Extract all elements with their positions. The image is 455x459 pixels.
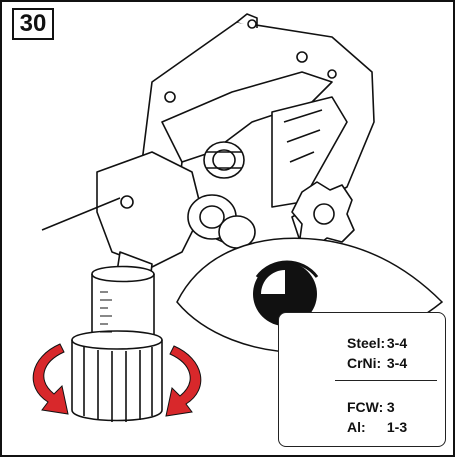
material-label: FCW: [347,399,384,415]
material-label: CrNi: [347,355,382,371]
setting-value: 3-4 [386,335,408,351]
roller-settings-panel: Steel: 3-4 CrNi: 3-4 FCW: 3 Al: 1-3 [278,312,446,447]
setting-value: 3 [386,399,395,415]
adjuster-knob [71,330,163,422]
setting-value: 3-4 [386,355,408,371]
drive-gear [218,215,256,249]
setting-value: 1-3 [386,419,408,435]
lever-body [96,151,203,268]
material-label: Al: [347,419,366,435]
setting-row-al: Al: 1-3 [347,419,417,435]
setting-row-fcw: FCW: 3 [347,399,417,415]
step-number-badge: 30 [12,8,54,40]
rotation-arrow-icon [32,343,202,417]
setting-row-crni: CrNi: 3-4 [347,355,417,371]
panel-divider [335,380,437,381]
setting-row-steel: Steel: 3-4 [347,335,417,351]
material-label: Steel: [347,335,386,351]
